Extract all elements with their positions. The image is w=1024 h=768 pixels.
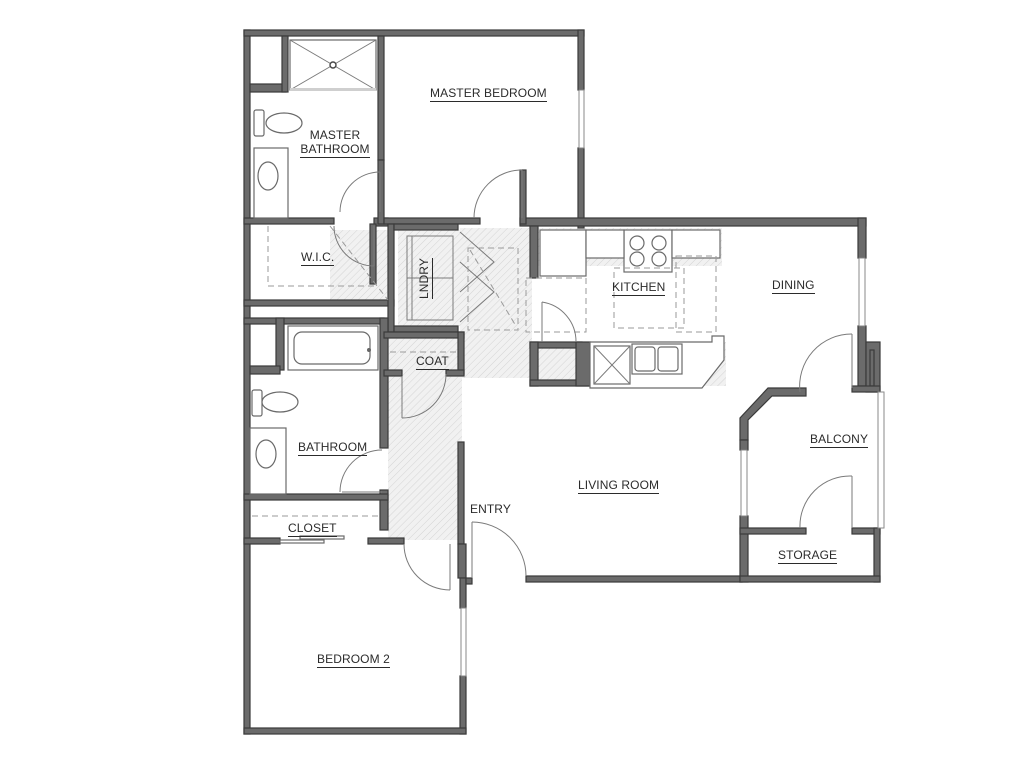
room-label-closet: CLOSET (288, 521, 337, 537)
room-label-bathroom: BATHROOM (298, 440, 368, 456)
shower-fixture (289, 39, 377, 91)
walls (243, 29, 881, 735)
room-label-bedroom-2: BEDROOM 2 (317, 652, 390, 668)
room-label-entry: ENTRY (470, 502, 511, 516)
room-label-wic: W.I.C. (301, 250, 335, 266)
bathroom-toilet-sink (249, 389, 299, 495)
room-label-master-bathroom: MASTER BATHROOM (300, 128, 370, 158)
room-label-master-bedroom: MASTER BEDROOM (430, 86, 547, 102)
bathtub-fixture (287, 325, 379, 371)
room-label-coat: COAT (416, 354, 449, 370)
windows (460, 89, 885, 677)
room-label-kitchen: KITCHEN (612, 280, 666, 296)
toilet-fixture (253, 109, 303, 219)
laundry-bifold-doors (459, 231, 519, 331)
room-label-laundry: LNDRY (417, 258, 433, 299)
room-label-living-room: LIVING ROOM (578, 478, 660, 494)
kitchen-fixtures (525, 229, 725, 389)
room-label-balcony: BALCONY (810, 432, 869, 448)
doors (333, 169, 853, 591)
room-label-dining: DINING (772, 278, 815, 294)
laundry-machines (406, 235, 454, 321)
room-label-storage: STORAGE (778, 548, 838, 564)
